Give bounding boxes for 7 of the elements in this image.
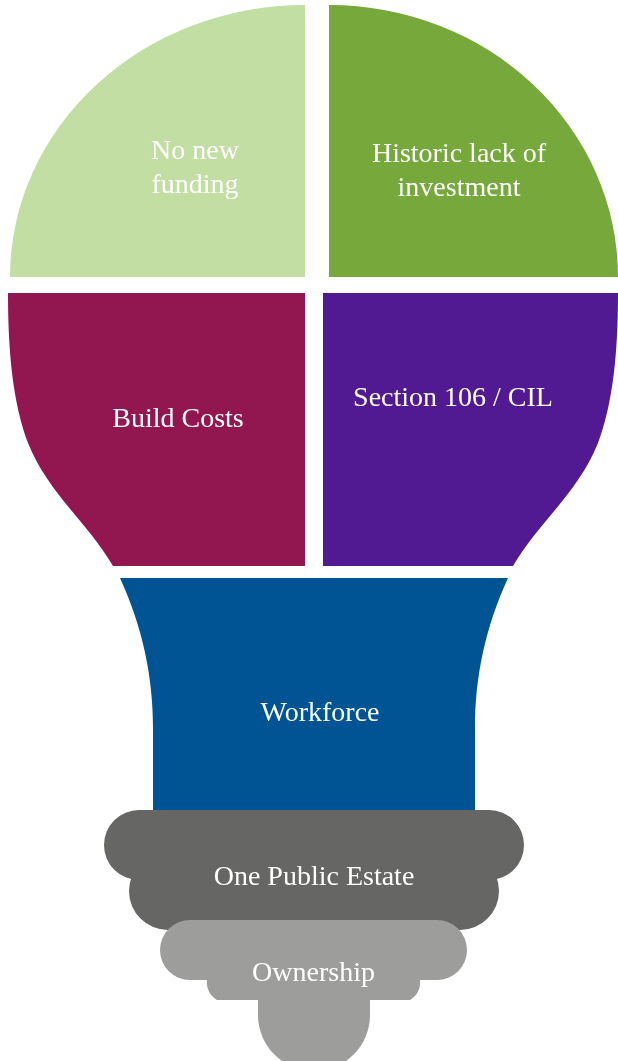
- segment-label: Historic lack of investment: [370, 136, 548, 204]
- segment-label: Build Costs: [111, 401, 245, 435]
- segment-label: Workforce: [259, 695, 381, 729]
- segment-label: Section 106 / CIL: [352, 380, 554, 414]
- segment-label: One Public Estate: [212, 859, 416, 893]
- segment-label: No new funding: [150, 133, 240, 201]
- segment-label: Ownership: [251, 955, 376, 989]
